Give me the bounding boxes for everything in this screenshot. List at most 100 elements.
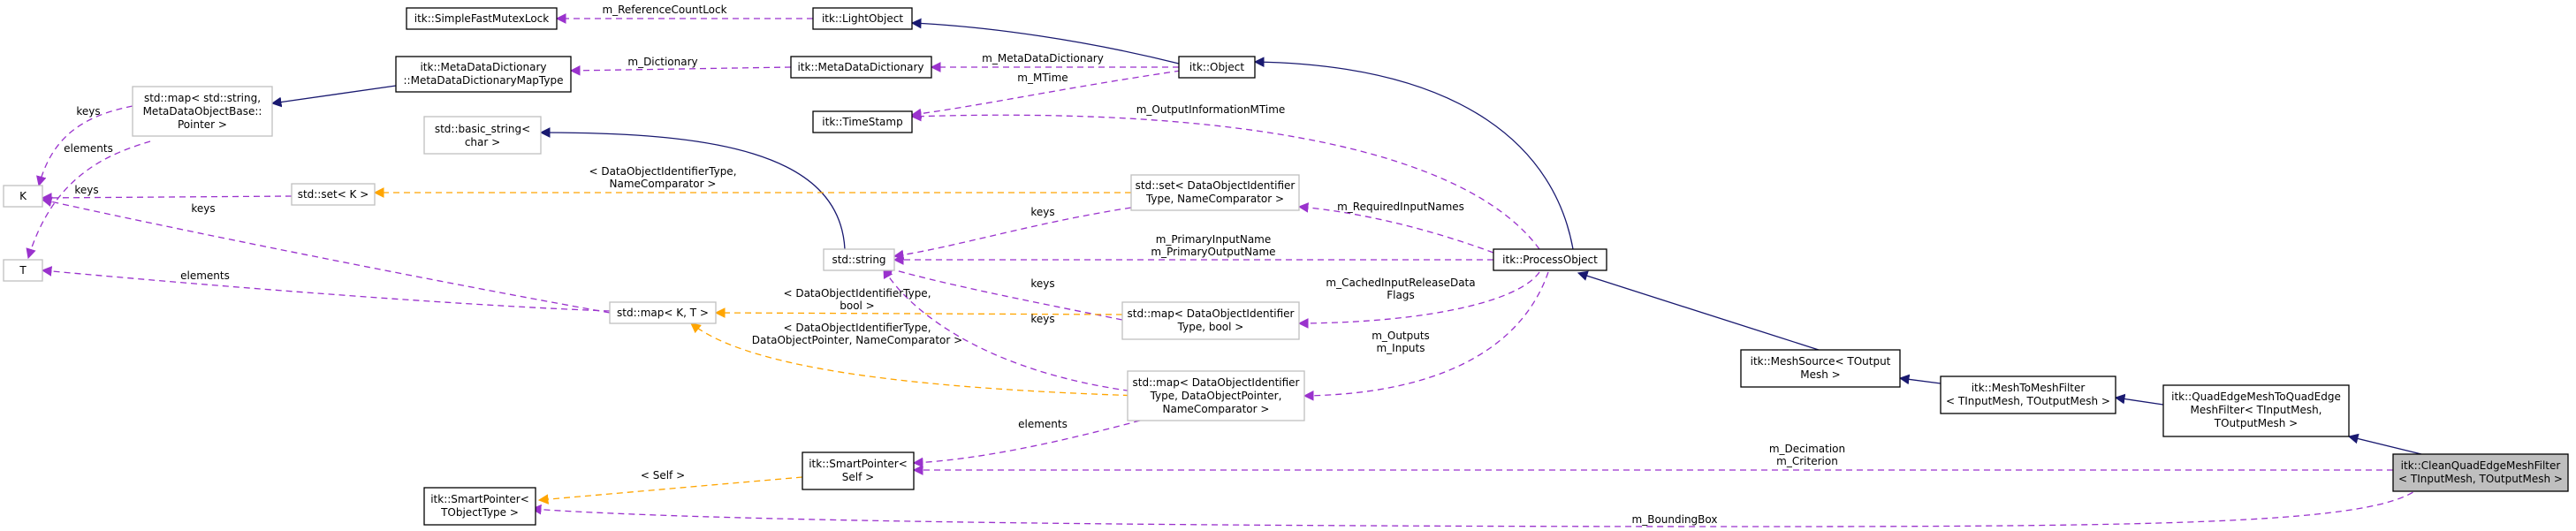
node-basic-string[interactable]: std::basic_string<char >	[423, 116, 542, 155]
node-cleanquadedgemeshfilter[interactable]: itk::CleanQuadEdgeMeshFilter< TInputMesh…	[2392, 453, 2569, 492]
edge-inherit-qem-meshtomesh	[2114, 393, 2164, 406]
node-label-line: std::map< std::string,	[144, 92, 261, 104]
edge-usage-processobject-setdoi	[1297, 202, 1494, 254]
node-processobject[interactable]: itk::ProcessObject	[1493, 248, 1607, 271]
node-stdmap-metadataobject[interactable]: std::map< std::string,MetaDataObjectBase…	[132, 86, 273, 137]
node-label-line: T	[19, 264, 27, 277]
node-label-line: NameComparator >	[1163, 403, 1270, 415]
node-T[interactable]: T	[3, 259, 43, 282]
node-stdstring[interactable]: std::string	[823, 248, 895, 271]
node-label-line: Self >	[842, 471, 874, 483]
edge-label-line: elements	[180, 269, 230, 282]
node-label-line: itk::MetaDataDictionary	[797, 61, 923, 73]
edge-label-line: < DataObjectIdentifierType,	[589, 165, 736, 178]
edge-label-m-dictionary: m_Dictionary	[627, 56, 697, 68]
edge-label-m-mtime: m_MTime	[1017, 72, 1068, 84]
edge-label-map-bool: < DataObjectIdentifierType,bool >	[783, 287, 931, 312]
svg-text:std::set< DataObjectIdentifier: std::set< DataObjectIdentifierType, Name…	[1136, 179, 1296, 205]
node-label-line: < TInputMesh, TOutputMesh >	[2398, 473, 2563, 485]
edge-label-keys-doi: keys	[1030, 206, 1054, 218]
node-object[interactable]: itk::Object	[1178, 56, 1256, 79]
node-smartpointer-tobjecttype[interactable]: itk::SmartPointer<TObjectType >	[423, 487, 536, 526]
node-meshtomeshfilter[interactable]: itk::MeshToMeshFilter< TInputMesh, TOutp…	[1940, 375, 2116, 414]
svg-text:itk::CleanQuadEdgeMeshFilter<: itk::CleanQuadEdgeMeshFilter< TInputMesh…	[2398, 459, 2563, 485]
edge-label-elements-mdo: elements	[64, 142, 113, 155]
edge-usage-processobject-timestamp	[910, 110, 1540, 250]
edge-usage-object-timestamp	[910, 70, 1182, 119]
edge-label-line: m_Dictionary	[627, 56, 697, 68]
node-metadatadictionary-maptype[interactable]: itk::MetaDataDictionary::MetaDataDiction…	[395, 56, 572, 93]
edge-usage-mapKT-K	[41, 196, 611, 314]
node-label-line: < TInputMesh, TOutputMesh >	[1946, 395, 2110, 407]
edge-label-line: m_BoundingBox	[1632, 513, 1718, 526]
edge-inherit-mddmap-stdmap	[270, 85, 397, 108]
edge-label-line: m_PrimaryInputName	[1156, 233, 1272, 246]
edges-layer	[26, 13, 2422, 527]
node-metadatadictionary[interactable]: itk::MetaDataDictionary	[790, 56, 932, 79]
edge-label-line: m_Outputs	[1372, 330, 1430, 342]
node-stdset-K[interactable]: std::set< K >	[291, 183, 376, 206]
edge-label-line: m_Criterion	[1776, 455, 1838, 467]
node-lightobject[interactable]: itk::LightObject	[812, 7, 913, 30]
edge-label-keys-bool1: keys	[1030, 277, 1054, 290]
edge-usage-mapKT-T	[41, 266, 611, 312]
svg-text:itk::ProcessObject: itk::ProcessObject	[1502, 254, 1598, 266]
svg-text:std::string: std::string	[832, 254, 885, 266]
edge-label-line: keys	[191, 202, 215, 215]
node-stdmap-KT[interactable]: std::map< K, T >	[609, 301, 717, 324]
node-K[interactable]: K	[3, 185, 43, 208]
node-simplefastmutexlock[interactable]: itk::SimpleFastMutexLock	[406, 7, 558, 30]
edge-labels-layer: m_ReferenceCountLock m_Dictionary m_Meta…	[64, 4, 1845, 526]
edge-label-m-required: m_RequiredInputNames	[1337, 201, 1464, 213]
node-label-line: itk::QuadEdgeMeshToQuadEdge	[2171, 391, 2341, 403]
edge-usage-stdmapmdo-K	[36, 105, 133, 187]
edge-label-line: DataObjectPointer, NameComparator >	[752, 334, 962, 346]
node-label-line: Mesh >	[1800, 368, 1840, 381]
edge-inherit-object-lightobject	[910, 18, 1180, 64]
edge-label-keys-set: keys	[74, 184, 98, 196]
svg-text:itk::Object: itk::Object	[1189, 61, 1244, 73]
node-label-line: K	[19, 190, 27, 202]
svg-text:itk::TimeStamp: itk::TimeStamp	[822, 116, 902, 128]
edge-label-keys-bool2: keys	[1030, 313, 1054, 325]
svg-text:itk::SimpleFastMutexLock: itk::SimpleFastMutexLock	[414, 12, 550, 25]
edge-label-line: keys	[1030, 277, 1054, 290]
node-label-line: itk::SimpleFastMutexLock	[414, 12, 550, 25]
edge-label-line: m_PrimaryOutputName	[1151, 246, 1275, 258]
edge-label-line: keys	[1030, 206, 1054, 218]
edge-label-line: elements	[1018, 418, 1068, 430]
edge-template-spself-sptobj	[537, 476, 803, 504]
node-label-line: itk::Object	[1189, 61, 1244, 73]
edge-label-line: m_OutputInformationMTime	[1136, 103, 1286, 116]
edge-usage-stdmapmdo-T	[26, 140, 151, 260]
edge-label-line: < DataObjectIdentifierType,	[783, 322, 931, 334]
edge-label-line: bool >	[840, 300, 875, 312]
svg-text:itk::MeshSource< TOutputMesh >: itk::MeshSource< TOutputMesh >	[1751, 355, 1891, 381]
svg-text:itk::SmartPointer<TObjectType: itk::SmartPointer<TObjectType >	[430, 493, 529, 519]
svg-text:itk::SmartPointer<Self >: itk::SmartPointer<Self >	[809, 458, 908, 483]
edge-label-line: m_CachedInputReleaseData	[1326, 277, 1475, 289]
edge-inherit-meshsource-processobject	[1577, 270, 1820, 351]
edge-label-line: keys	[74, 184, 98, 196]
edge-label-m-outputinfo: m_OutputInformationMTime	[1136, 103, 1286, 116]
node-label-line: itk::MetaDataDictionary	[420, 61, 546, 73]
node-smartpointer-self[interactable]: itk::SmartPointer<Self >	[802, 451, 915, 490]
edge-label-set-doi: < DataObjectIdentifierType,NameComparato…	[589, 165, 736, 190]
svg-text:K: K	[19, 190, 27, 202]
edge-label-line: keys	[1030, 313, 1054, 325]
edge-label-line: m_RequiredInputNames	[1337, 201, 1464, 213]
node-label-line: itk::MeshToMeshFilter	[1972, 382, 2086, 394]
edge-label-line: elements	[64, 142, 113, 155]
node-timestamp[interactable]: itk::TimeStamp	[812, 110, 913, 133]
edge-usage-processobject-mapdop	[1303, 271, 1549, 401]
svg-text:std::set< K >: std::set< K >	[298, 188, 369, 201]
edge-label-m-refcountlock: m_ReferenceCountLock	[602, 4, 726, 16]
edge-inherit-meshtomesh-meshsource	[1898, 374, 1941, 385]
edge-inherit-clean-qem	[2347, 433, 2422, 455]
